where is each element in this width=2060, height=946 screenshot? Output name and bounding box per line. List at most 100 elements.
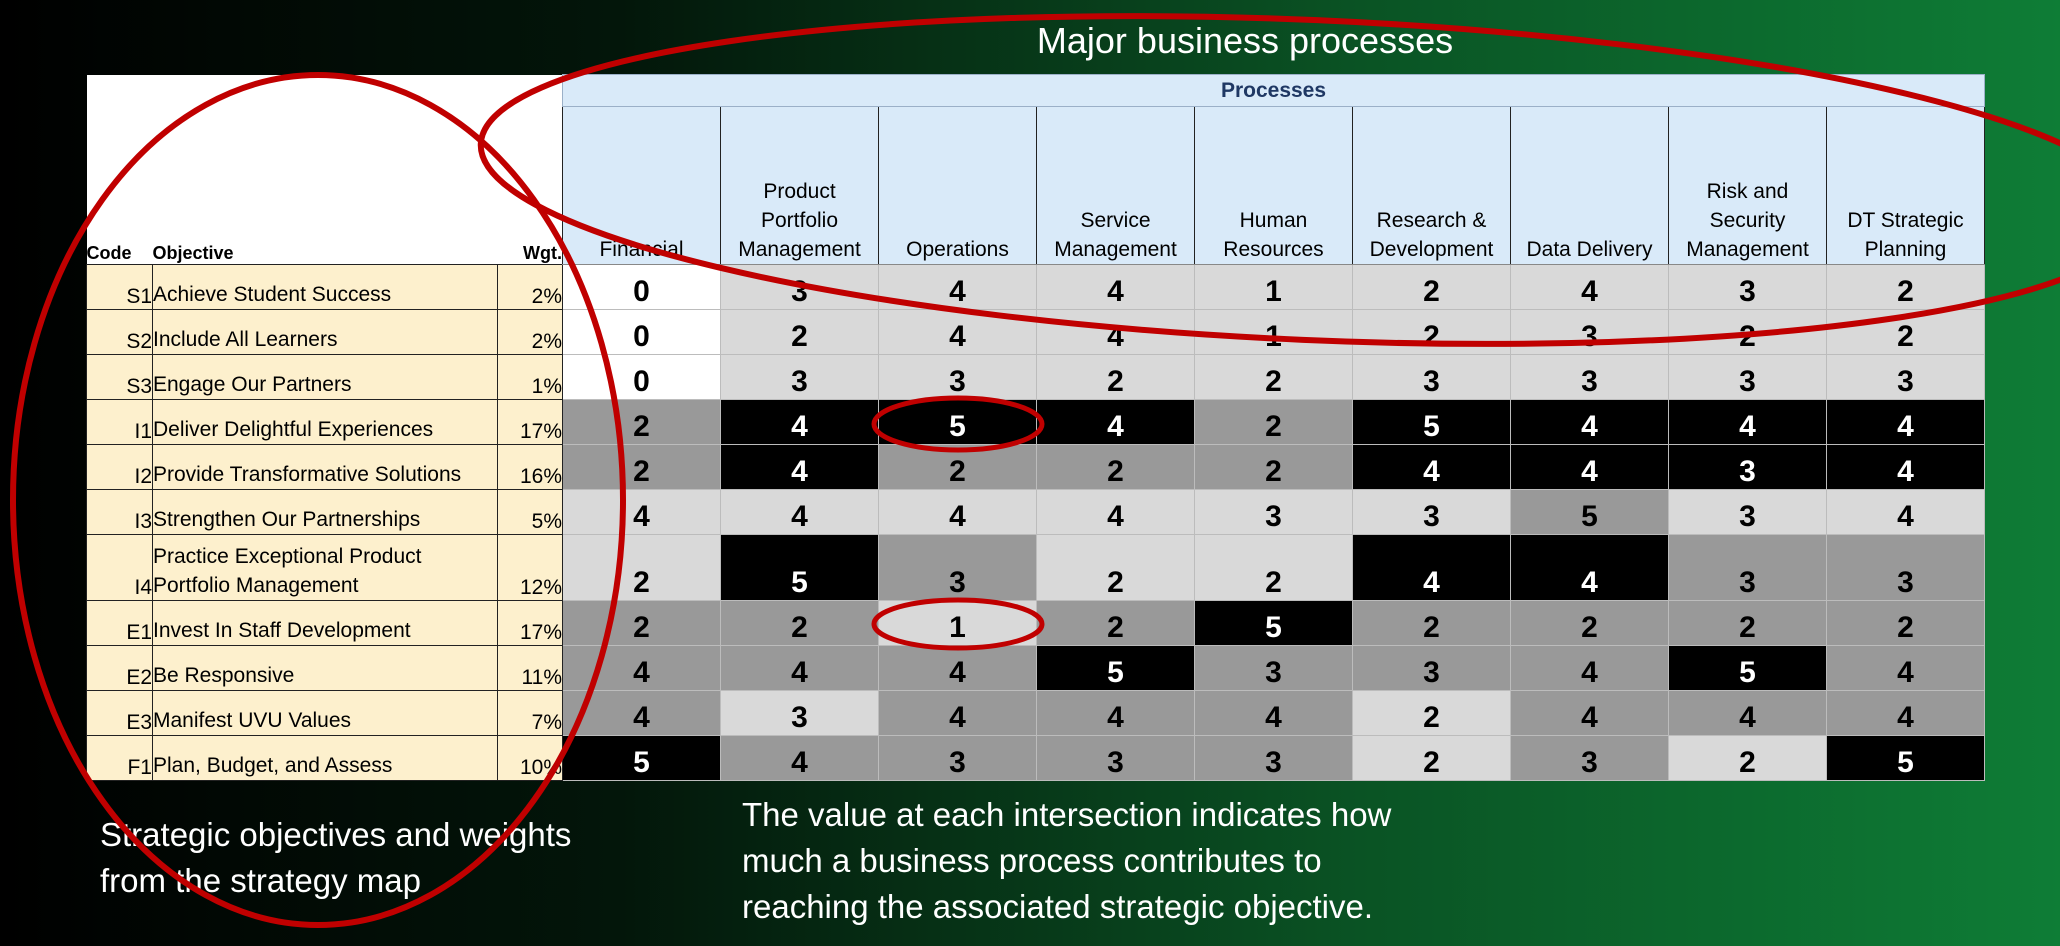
objective-weight: 5%	[497, 489, 563, 535]
objective-weight: 1%	[497, 354, 563, 400]
score-cell: 4	[1826, 690, 1985, 736]
score-cell: 4	[1036, 264, 1195, 310]
objective-weight: 11%	[497, 645, 563, 691]
score-cell: 2	[562, 399, 721, 445]
text-line: Financial	[599, 238, 684, 261]
text-line: Planning	[1864, 238, 1947, 261]
score-cell: 3	[1194, 489, 1353, 535]
objective-name: Engage Our Partners	[152, 354, 498, 400]
objective-name: Be Responsive	[152, 645, 498, 691]
score-cell: 0	[562, 354, 721, 400]
score-cell: 4	[562, 690, 721, 736]
text-line: Security	[1709, 209, 1786, 232]
score-cell: 4	[1668, 399, 1827, 445]
objective-code: S2	[86, 309, 153, 355]
score-cell: 4	[1352, 534, 1511, 601]
score-cell: 2	[1668, 735, 1827, 781]
process-header: Research &Development	[1352, 106, 1511, 265]
score-cell: 3	[1668, 444, 1827, 490]
score-cell: 2	[562, 444, 721, 490]
text-line: Resources	[1223, 238, 1324, 261]
objective-code: E1	[86, 600, 153, 646]
score-cell: 5	[1668, 645, 1827, 691]
score-cell: 3	[1826, 534, 1985, 601]
objective-weight: 17%	[497, 600, 563, 646]
score-cell: 2	[1036, 600, 1195, 646]
score-cell: 2	[1352, 690, 1511, 736]
score-cell: 2	[1352, 309, 1511, 355]
score-cell: 3	[1352, 354, 1511, 400]
objective-code: E3	[86, 690, 153, 736]
text-line: Management	[1686, 238, 1809, 261]
score-cell: 3	[1510, 354, 1669, 400]
score-cell: 2	[878, 444, 1037, 490]
process-header: Operations	[878, 106, 1037, 265]
score-cell: 4	[878, 489, 1037, 535]
text-line: Achieve Student Success	[153, 283, 392, 306]
score-cell: 4	[1826, 489, 1985, 535]
score-cell: 2	[1036, 534, 1195, 601]
score-cell: 4	[1036, 489, 1195, 535]
text-line: Include All Learners	[153, 328, 338, 351]
score-cell: 5	[562, 735, 721, 781]
score-cell: 2	[1668, 600, 1827, 646]
score-cell: 2	[720, 309, 879, 355]
text-line: Risk and	[1706, 180, 1789, 203]
caption-intersection: The value at each intersection indicates…	[742, 792, 1391, 930]
score-cell: 4	[1826, 645, 1985, 691]
objective-code: S3	[86, 354, 153, 400]
objective-name: Include All Learners	[152, 309, 498, 355]
objective-name: Strengthen Our Partnerships	[152, 489, 498, 535]
score-cell: 3	[1510, 735, 1669, 781]
text-line: Product	[763, 180, 836, 203]
score-cell: 2	[1826, 264, 1985, 310]
score-cell: 2	[1194, 399, 1353, 445]
caption-line: The value at each intersection indicates…	[742, 796, 1392, 833]
score-cell: 5	[1194, 600, 1353, 646]
objective-weight: 2%	[497, 309, 563, 355]
score-cell: 4	[720, 735, 879, 781]
score-cell: 2	[1194, 444, 1353, 490]
score-cell: 4	[1036, 690, 1195, 736]
objective-code: I3	[86, 489, 153, 535]
objective-name: Provide Transformative Solutions	[152, 444, 498, 490]
score-cell: 3	[1668, 534, 1827, 601]
score-cell: 4	[1510, 264, 1669, 310]
score-cell: 2	[1036, 444, 1195, 490]
process-header: Financial	[562, 106, 721, 265]
score-cell: 3	[720, 264, 879, 310]
score-cell: 3	[1668, 489, 1827, 535]
score-cell: 2	[1352, 264, 1511, 310]
score-cell: 4	[562, 645, 721, 691]
score-cell: 4	[1194, 690, 1353, 736]
score-cell: 4	[1510, 444, 1669, 490]
text-line: Manifest UVU Values	[153, 709, 352, 732]
objective-code: E2	[86, 645, 153, 691]
text-line: Engage Our Partners	[153, 373, 352, 396]
objective-weight: 16%	[497, 444, 563, 490]
score-cell: 3	[1194, 645, 1353, 691]
objective-weight: 12%	[497, 534, 563, 601]
score-cell: 4	[720, 399, 879, 445]
text-line: Deliver Delightful Experiences	[153, 418, 434, 441]
code-header: Code	[86, 106, 153, 265]
text-line: Operations	[906, 238, 1009, 261]
score-cell: 3	[878, 534, 1037, 601]
text-line: Management	[738, 238, 861, 261]
score-cell: 2	[1194, 534, 1353, 601]
score-cell: 4	[720, 645, 879, 691]
score-cell: 2	[1826, 600, 1985, 646]
